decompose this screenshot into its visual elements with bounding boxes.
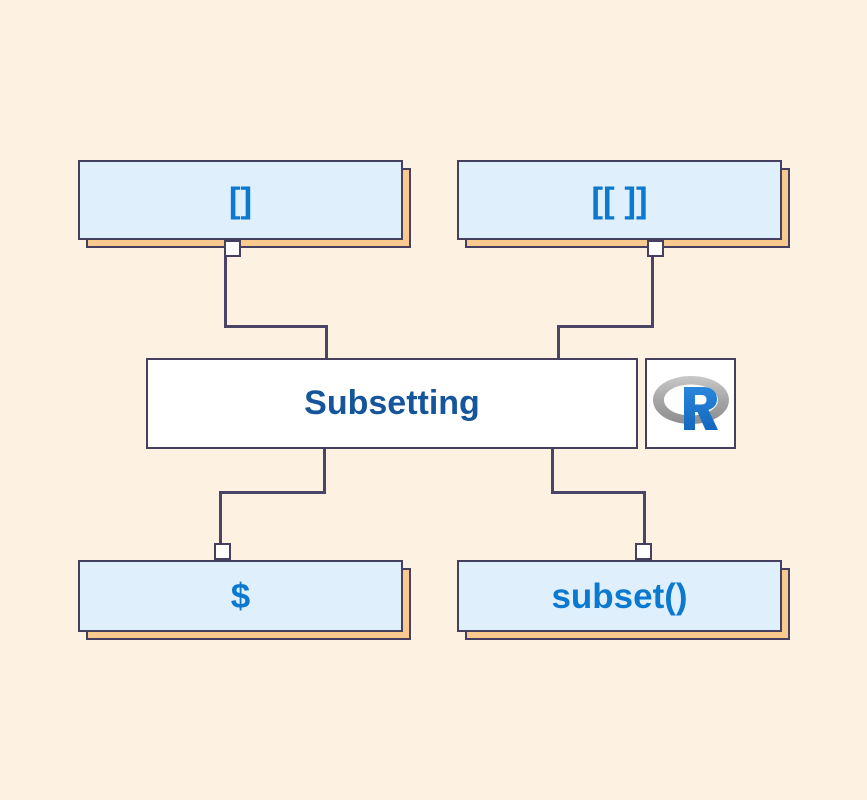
node-brackets-double[interactable]: [[ ]] — [457, 160, 790, 248]
node-brackets-double-label: [[ ]] — [591, 180, 648, 220]
connector-nub-brackets-single — [224, 240, 241, 257]
connector-dollar-segment-h — [219, 491, 326, 494]
r-logo-icon — [652, 373, 730, 435]
page-title: Subsetting — [304, 384, 480, 422]
node-subsetting-center[interactable]: Subsetting — [146, 358, 638, 449]
node-dollar[interactable]: $ — [78, 560, 411, 640]
connector-brackets-single-segment-v1 — [224, 256, 227, 328]
connector-nub-brackets-double — [647, 240, 664, 257]
connector-subset-segment-v1 — [551, 449, 554, 494]
node-subset-function-face: subset() — [457, 560, 782, 632]
r-logo-container — [645, 358, 736, 449]
connector-brackets-double-segment-h — [557, 325, 654, 328]
node-brackets-double-face: [[ ]] — [457, 160, 782, 240]
connector-brackets-single-segment-h — [224, 325, 328, 328]
connector-nub-subset — [635, 543, 652, 560]
connector-subset-segment-v2 — [643, 491, 646, 548]
node-subset-function-label: subset() — [551, 576, 688, 616]
node-brackets-single[interactable]: [] — [78, 160, 411, 248]
node-dollar-label: $ — [230, 576, 251, 616]
connector-dollar-segment-v1 — [323, 449, 326, 494]
node-dollar-face: $ — [78, 560, 403, 632]
node-brackets-single-face: [] — [78, 160, 403, 240]
connector-dollar-segment-v2 — [219, 491, 222, 548]
connector-brackets-double-segment-v2 — [557, 325, 560, 358]
connector-nub-dollar — [214, 543, 231, 560]
connector-subset-segment-h — [551, 491, 646, 494]
connector-brackets-double-segment-v1 — [651, 256, 654, 328]
node-brackets-single-label: [] — [228, 180, 253, 220]
connector-brackets-single-segment-v2 — [325, 325, 328, 358]
node-subset-function[interactable]: subset() — [457, 560, 790, 640]
